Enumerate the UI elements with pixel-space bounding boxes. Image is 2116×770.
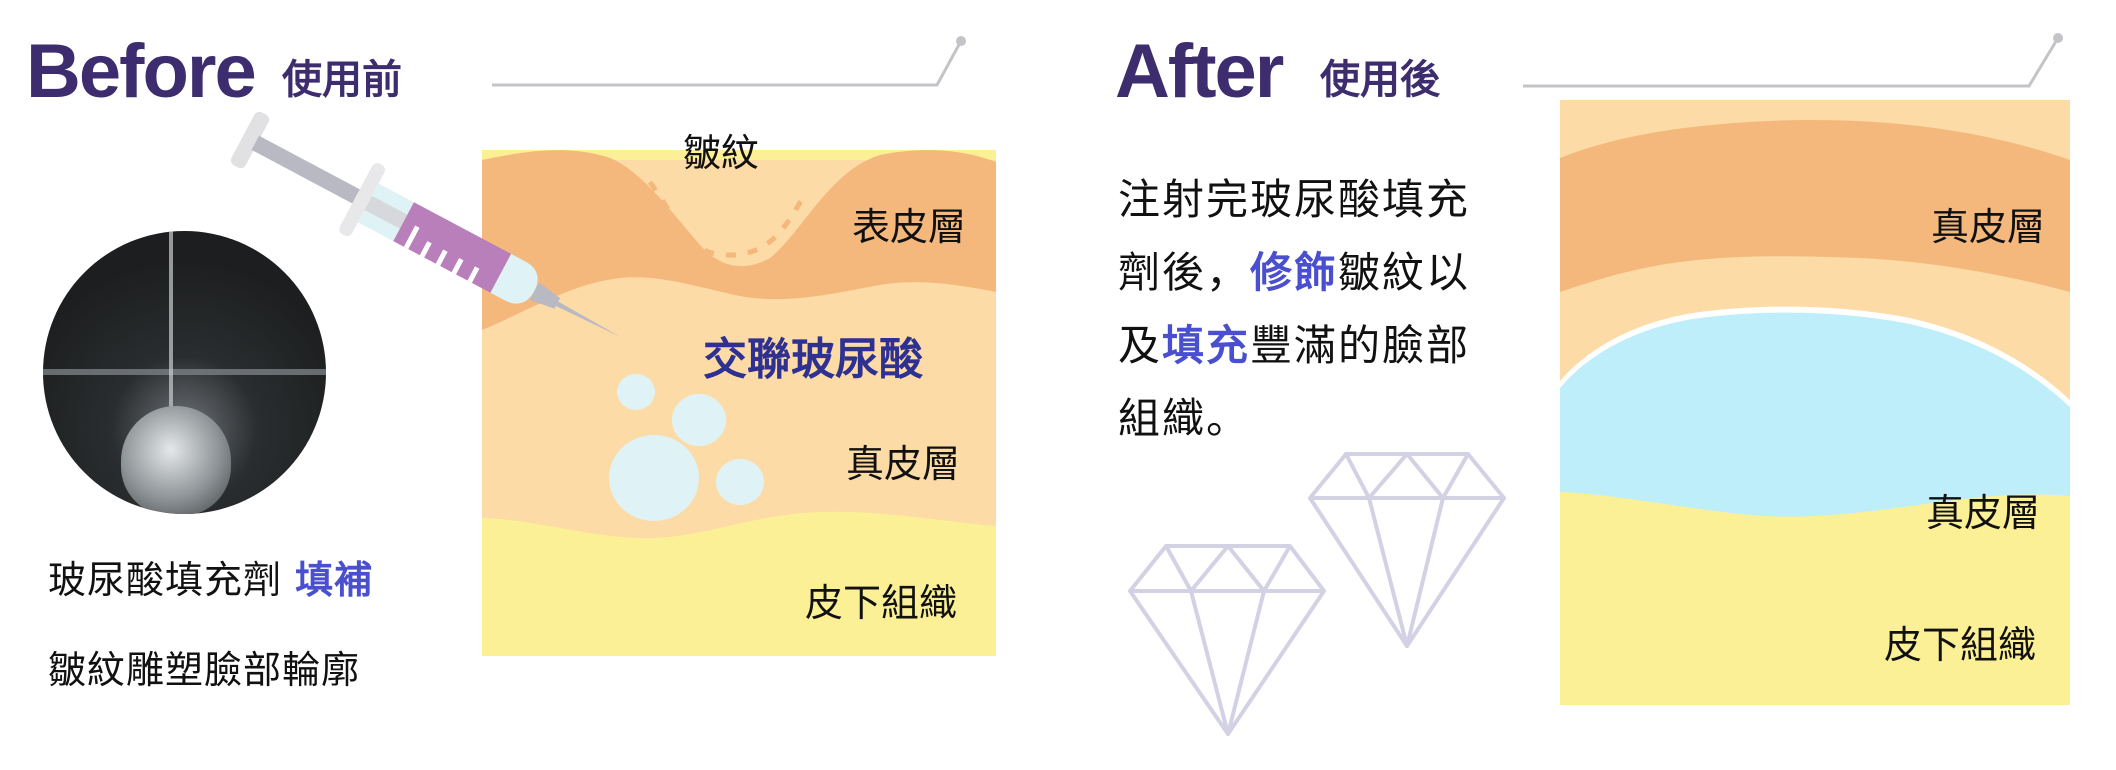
before-dermis-label: 真皮層: [846, 442, 961, 486]
wrinkle-dashed-outline: [647, 180, 807, 258]
after-middle-dermis-label: 真皮層: [1926, 491, 2041, 535]
before-header-divider: [492, 40, 963, 87]
after-title: After: [1115, 29, 1284, 114]
before-caption-line1: 玻尿酸填充劑 填補: [48, 561, 373, 599]
after-skin-diagram: [1560, 100, 2070, 705]
after-text-2: 皺紋以及: [1118, 248, 1471, 370]
before-epidermis-label: 表皮層: [852, 205, 967, 249]
crosslinked-ha-label: 交聯玻尿酸: [703, 334, 923, 385]
diamond-icon-right: [1308, 452, 1506, 648]
after-highlight-refine: 修飾: [1250, 248, 1339, 297]
photo-gel-drop: [121, 406, 231, 514]
after-top-layer: [1560, 119, 2070, 292]
before-skin-diagram: [482, 150, 996, 656]
filler-gel-photo: [43, 231, 326, 514]
after-highlight-fill: 填充: [1162, 321, 1251, 370]
after-description: 注射完玻尿酸填充劑後，修飾皺紋以及填充豐滿的臉部組織。: [1118, 163, 1498, 455]
before-title: Before: [26, 29, 257, 114]
after-top-dermis-label: 真皮層: [1931, 205, 2046, 249]
before-caption-line2: 皺紋雕塑臉部輪廓: [48, 648, 361, 692]
caption-text: 玻尿酸填充劑: [48, 558, 296, 602]
after-text-3: 豐滿的臉部組織。: [1118, 321, 1471, 443]
after-subcutaneous-label: 皮下組織: [1884, 623, 2037, 667]
before-divider-dot: [956, 36, 966, 46]
after-text-1: 注射完玻尿酸填充劑後，: [1118, 175, 1471, 297]
before-subtitle: 使用前: [282, 57, 402, 103]
hyaluronic-acid-droplets: [609, 374, 764, 521]
syringe-icon: [230, 111, 621, 338]
photo-surface-line: [43, 369, 326, 375]
after-subtitle: 使用後: [1320, 57, 1440, 103]
wrinkle-label: 皺紋: [683, 131, 760, 175]
photo-gel-strand: [169, 231, 173, 416]
caption-highlight-fill: 填補: [295, 558, 374, 602]
after-header-divider: [1523, 37, 2060, 88]
after-divider-dot: [2053, 33, 2063, 43]
diamond-icon-left: [1128, 544, 1326, 736]
before-epidermis-layer: [482, 150, 996, 330]
before-subcutaneous-label: 皮下組織: [805, 581, 958, 625]
